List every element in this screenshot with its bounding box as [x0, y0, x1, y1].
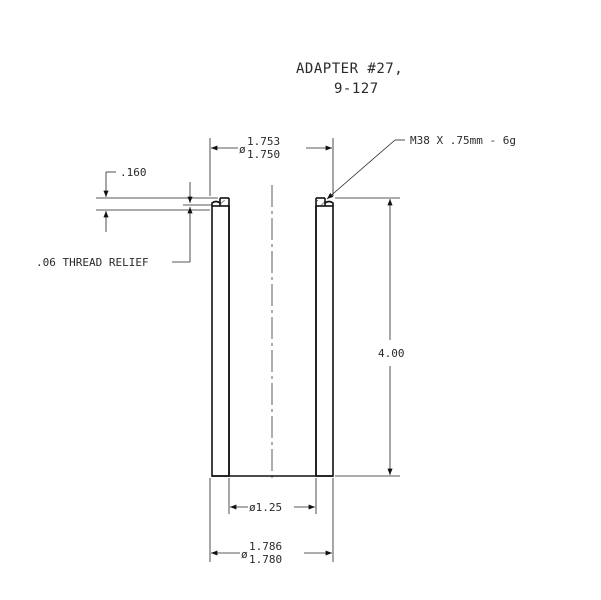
top-diameter-upper: 1.753: [247, 135, 280, 148]
drawing-title-line1: ADAPTER #27,: [296, 61, 403, 77]
thread-hatch-left: [220, 200, 229, 206]
top-diameter-lower: 1.750: [247, 148, 280, 161]
top-diameter-symbol: ø: [239, 143, 246, 156]
thread-relief-left: [211, 200, 221, 206]
thread-hatch-right: [316, 200, 325, 206]
thread-relief-label: .06 THREAD RELIEF: [36, 256, 149, 269]
outer-diameter-upper: 1.786: [249, 540, 282, 553]
length-label: 4.00: [378, 347, 405, 360]
thread-leader-diagonal: [326, 139, 396, 200]
depth-label: .160: [120, 166, 147, 179]
right-wall-section: [315, 205, 334, 477]
drawing-title-line2: 9-127: [334, 81, 379, 97]
outer-diameter-lower: 1.780: [249, 553, 282, 566]
left-wall-section: [211, 205, 230, 477]
bore-diameter-label: ø1.25: [249, 501, 282, 514]
outer-diameter-symbol: ø: [241, 548, 248, 561]
thread-relief-right: [324, 200, 334, 206]
thread-spec-label: M38 X .75mm - 6g: [410, 134, 516, 147]
